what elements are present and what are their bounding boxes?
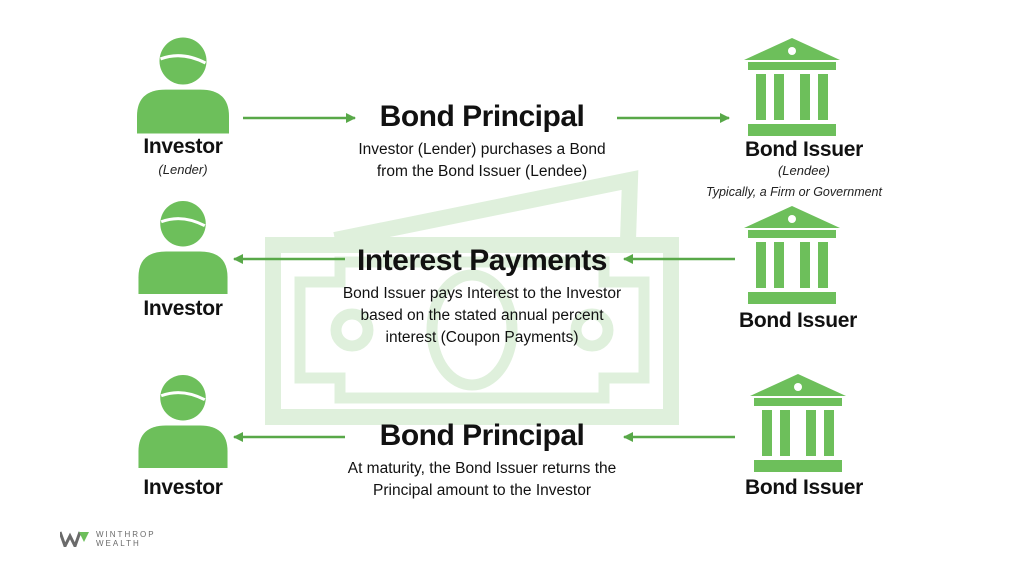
brand-line-1: WINTHROP (96, 530, 156, 539)
step-description: Investor (Lender) purchases a Bond from … (312, 139, 652, 183)
step-title: Bond Principal (379, 100, 585, 133)
investor-icon (138, 374, 228, 468)
issuer-sublabel: (Lendee) (777, 163, 831, 178)
step-description: Bond Issuer pays Interest to the Investo… (302, 283, 662, 349)
winthrop-w-icon (60, 531, 89, 547)
investor-icon (137, 37, 229, 134)
investor-icon (138, 200, 228, 294)
bank-icon (744, 38, 840, 136)
investor-label: Investor (143, 476, 223, 499)
issuer-label: Bond Issuer (744, 476, 864, 499)
brand-line-2: WEALTH (96, 539, 141, 548)
issuer-note: Typically, a Firm or Government (706, 185, 882, 199)
investor-sublabel: (Lender) (158, 162, 208, 177)
step-description: At maturity, the Bond Issuer returns the… (302, 458, 662, 502)
winthrop-wealth-logo: WINTHROP WEALTH (60, 530, 156, 548)
description-line: interest (Coupon Payments) (385, 329, 579, 346)
issuer-label: Bond Issuer (744, 138, 864, 161)
investor-label: Investor (143, 297, 223, 320)
investor-label: Investor (143, 135, 223, 158)
description-line: Investor (Lender) purchases a Bond (358, 141, 606, 158)
bank-icon (750, 374, 846, 472)
description-line: At maturity, the Bond Issuer returns the (347, 460, 617, 477)
description-line: Bond Issuer pays Interest to the Investo… (342, 285, 622, 302)
description-line: based on the stated annual percent (360, 307, 604, 324)
description-line: from the Bond Issuer (Lendee) (376, 163, 588, 180)
bank-icon (744, 206, 840, 304)
description-line: Principal amount to the Investor (373, 482, 591, 499)
issuer-label: Bond Issuer (738, 309, 858, 332)
step-title: Interest Payments (357, 244, 607, 277)
step-title: Bond Principal (379, 419, 585, 452)
